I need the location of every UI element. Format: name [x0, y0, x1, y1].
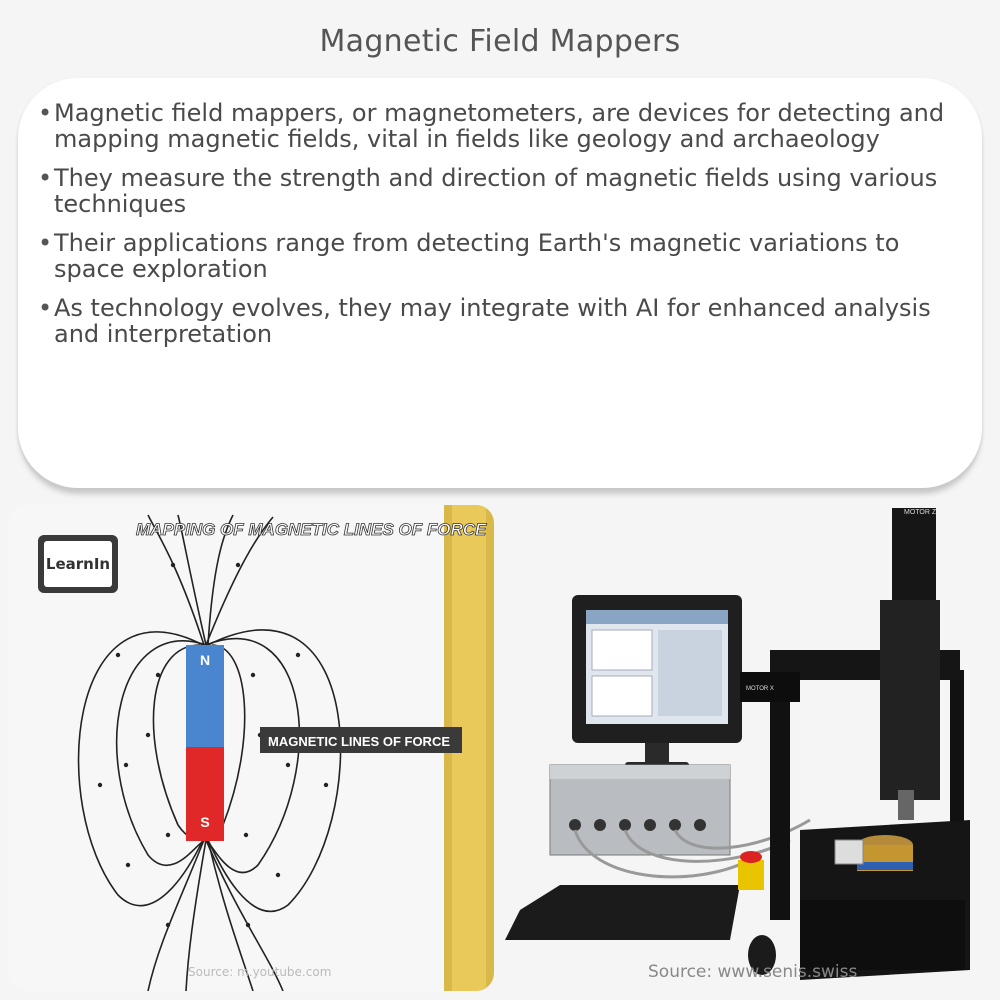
magnet-south-half: [186, 747, 224, 841]
magnet-north-half: [186, 645, 224, 747]
field-lines-drawing: N S MAPPING OF MAGNETIC LINES OF FORCE M…: [77, 505, 494, 991]
gantry-left-post: [770, 650, 790, 920]
north-pole-label: N: [200, 652, 210, 668]
motor-z-label: MOTOR Z: [904, 509, 937, 516]
emergency-stop: [738, 860, 764, 890]
bullet-list: Magnetic field mappers, or magnetometers…: [18, 78, 982, 347]
equipment-drawing: MOTOR Z MOTOR X: [505, 508, 970, 980]
motor-z: [892, 508, 936, 608]
callout-box: [260, 727, 462, 753]
motor-x-label: MOTOR X: [746, 686, 774, 692]
page-title: Magnetic Field Mappers: [319, 24, 681, 59]
learnin-logo: LearnIn: [38, 535, 118, 593]
field-line-loops: [77, 514, 342, 991]
south-pole-label: S: [200, 814, 209, 830]
bullet-item: They measure the strength and direction …: [38, 165, 962, 217]
logo-text: LearnIn: [44, 541, 112, 587]
callout-label: MAGNETIC LINES OF FORCE: [268, 734, 450, 749]
illustration-heading: MAPPING OF MAGNETIC LINES OF FORCE: [136, 520, 487, 539]
bullet-item: As technology evolves, they may integrat…: [38, 295, 962, 347]
field-line-markers: [97, 562, 329, 928]
right-image-source: Source: www.senis.swiss: [648, 962, 858, 982]
bullet-item: Magnetic field mappers, or magnetometers…: [38, 100, 962, 152]
mouse: [748, 935, 776, 975]
field-mapper-equipment-photo: MOTOR Z MOTOR X: [500, 500, 1000, 1000]
left-image-source: Source: m.youtube.com: [188, 965, 332, 979]
keyboard: [505, 885, 740, 940]
magnetic-lines-illustration: N S MAPPING OF MAGNETIC LINES OF FORCE M…: [8, 505, 494, 991]
summary-card: Magnetic field mappers, or magnetometers…: [18, 78, 982, 488]
bullet-item: Their applications range from detecting …: [38, 230, 962, 282]
